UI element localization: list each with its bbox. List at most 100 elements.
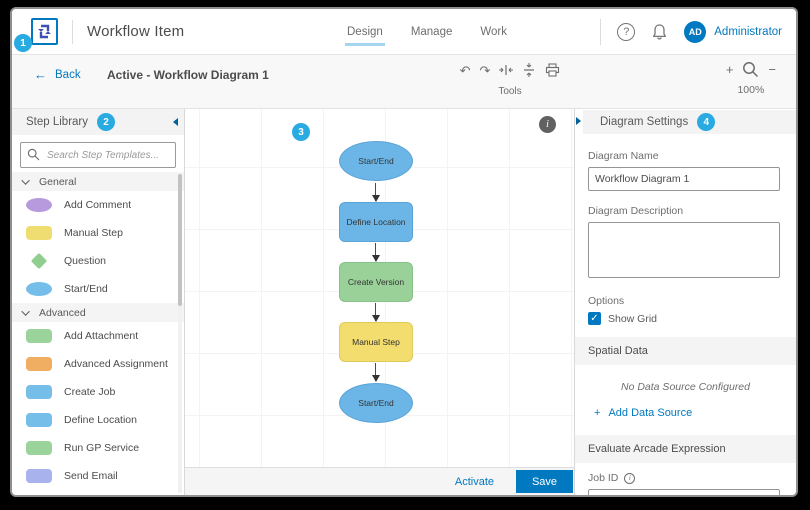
- section-advanced[interactable]: Advanced: [12, 303, 184, 322]
- diagram-status-title: Active - Workflow Diagram 1: [107, 68, 269, 82]
- callout-2: 2: [97, 113, 116, 131]
- callout-1: 1: [14, 34, 32, 52]
- diamond-shape-icon: [30, 252, 48, 270]
- tools-label: Tools: [498, 86, 522, 97]
- callout-4: 4: [697, 113, 716, 131]
- zoom-cluster: + − 100%: [726, 60, 776, 96]
- ellipse-shape-icon: [26, 198, 52, 212]
- distribute-horizontal-icon[interactable]: [499, 63, 514, 77]
- node-start-end-bottom[interactable]: Start/End: [339, 383, 413, 423]
- activate-button[interactable]: Activate: [454, 475, 494, 488]
- step-item-label: Advanced Assignment: [64, 358, 168, 370]
- undo-icon[interactable]: ↶: [459, 62, 471, 78]
- step-item-send-email[interactable]: Send Email: [12, 462, 184, 490]
- app-logo: [31, 18, 58, 45]
- diagram-canvas[interactable]: 3 i Start/End Define Location Create Ver…: [185, 109, 574, 467]
- user-name[interactable]: Administrator: [714, 25, 782, 38]
- back-arrow-icon: ←: [34, 67, 47, 82]
- ellipse-shape-icon: [26, 282, 52, 296]
- rect-shape-icon: [26, 329, 52, 343]
- collapse-left-panel-icon[interactable]: [173, 118, 178, 126]
- connector-arrow: [371, 243, 380, 262]
- chevron-down-icon: [21, 306, 30, 316]
- header-divider: [600, 18, 602, 45]
- app-header: Workflow Item Design Manage Work ? AD Ad…: [12, 9, 796, 55]
- node-start-end-top[interactable]: Start/End: [339, 141, 413, 181]
- rect-shape-icon: [26, 226, 52, 240]
- plus-icon: +: [594, 407, 601, 419]
- connector-arrow: [371, 303, 380, 322]
- diagram-settings-title: Diagram Settings: [600, 116, 689, 128]
- step-item-label: Add Comment: [64, 199, 132, 211]
- node-define-location[interactable]: Define Location: [339, 202, 413, 242]
- diagram-name-input[interactable]: [588, 167, 780, 191]
- step-item-manual-step[interactable]: Manual Step: [12, 219, 184, 247]
- tab-manage[interactable]: Manage: [410, 25, 453, 38]
- zoom-out-button[interactable]: −: [768, 62, 776, 77]
- tab-design[interactable]: Design: [345, 12, 385, 52]
- section-general[interactable]: General: [12, 172, 184, 191]
- step-item-label: Define Location: [64, 414, 137, 426]
- step-item-add-attachment[interactable]: Add Attachment: [12, 322, 184, 350]
- search-input[interactable]: [20, 142, 176, 168]
- chevron-down-icon: [21, 175, 30, 185]
- section-label: Advanced: [39, 306, 86, 319]
- step-item-create-job[interactable]: Create Job: [12, 378, 184, 406]
- step-item-label: Add Attachment: [64, 330, 139, 342]
- step-template-list: General Add Comment Manual Step Question…: [12, 172, 184, 495]
- arcade-title: Evaluate Arcade Expression: [588, 443, 726, 455]
- collapse-right-panel-icon[interactable]: [576, 117, 581, 125]
- node-manual-step[interactable]: Manual Step: [339, 322, 413, 362]
- job-id-label: Job ID: [588, 472, 619, 484]
- workflow-loop-icon: [36, 23, 53, 40]
- canvas-footer: Activate Save: [185, 467, 574, 495]
- section-label: General: [39, 175, 77, 188]
- back-label: Back: [55, 68, 81, 81]
- back-button[interactable]: ← Back: [34, 67, 81, 82]
- step-library-panel: Step Library 2 General: [12, 109, 185, 495]
- distribute-vertical-icon[interactable]: [522, 63, 536, 77]
- step-library-title: Step Library: [26, 116, 89, 128]
- rect-shape-icon: [26, 357, 52, 371]
- diagram-description-textarea[interactable]: [588, 222, 780, 278]
- save-button[interactable]: Save: [516, 470, 573, 493]
- main-nav-tabs: Design Manage Work: [345, 9, 509, 54]
- info-icon[interactable]: i: [539, 116, 556, 133]
- step-item-define-location[interactable]: Define Location: [12, 406, 184, 434]
- zoom-in-button[interactable]: +: [725, 62, 734, 77]
- rect-shape-icon: [26, 385, 52, 399]
- step-item-start-end[interactable]: Start/End: [12, 275, 184, 303]
- callout-3: 3: [292, 123, 310, 141]
- diagram-settings-header: Diagram Settings 4: [583, 110, 796, 134]
- options-label: Options: [588, 295, 625, 307]
- step-item-label: Create Job: [64, 386, 116, 398]
- add-data-source-label: Add Data Source: [608, 407, 693, 419]
- sidebar-scrollbar-thumb[interactable]: [178, 174, 182, 306]
- step-item-run-gp-service[interactable]: Run GP Service: [12, 434, 184, 462]
- info-icon[interactable]: i: [624, 472, 636, 484]
- step-item-label: Start/End: [64, 283, 108, 295]
- sidebar-scrollbar[interactable]: [178, 174, 182, 493]
- tab-work[interactable]: Work: [480, 25, 507, 38]
- rect-shape-icon: [26, 413, 52, 427]
- help-icon[interactable]: ?: [617, 22, 636, 41]
- show-grid-label: Show Grid: [608, 312, 658, 325]
- print-icon[interactable]: [545, 63, 560, 77]
- no-data-source-text: No Data Source Configured: [621, 381, 750, 393]
- zoom-level: 100%: [737, 84, 765, 96]
- step-item-advanced-assignment[interactable]: Advanced Assignment: [12, 350, 184, 378]
- job-id-input[interactable]: [588, 489, 780, 495]
- notifications-bell-icon[interactable]: [651, 23, 668, 41]
- user-avatar[interactable]: AD: [684, 20, 707, 43]
- redo-icon[interactable]: ↷: [479, 62, 491, 78]
- diagram-toolbar: ← Back Active - Workflow Diagram 1 ↶ ↷: [12, 55, 796, 109]
- show-grid-checkbox[interactable]: [588, 312, 601, 325]
- node-create-version[interactable]: Create Version: [339, 262, 413, 302]
- spatial-data-title: Spatial Data: [588, 345, 648, 357]
- app-window: Workflow Item Design Manage Work ? AD Ad…: [10, 7, 798, 497]
- header-divider: [72, 19, 73, 44]
- step-item-question[interactable]: Question: [12, 247, 184, 275]
- step-item-add-comment[interactable]: Add Comment: [12, 191, 184, 219]
- add-data-source-button[interactable]: + Add Data Source: [594, 407, 796, 419]
- step-library-header: Step Library 2: [12, 109, 184, 135]
